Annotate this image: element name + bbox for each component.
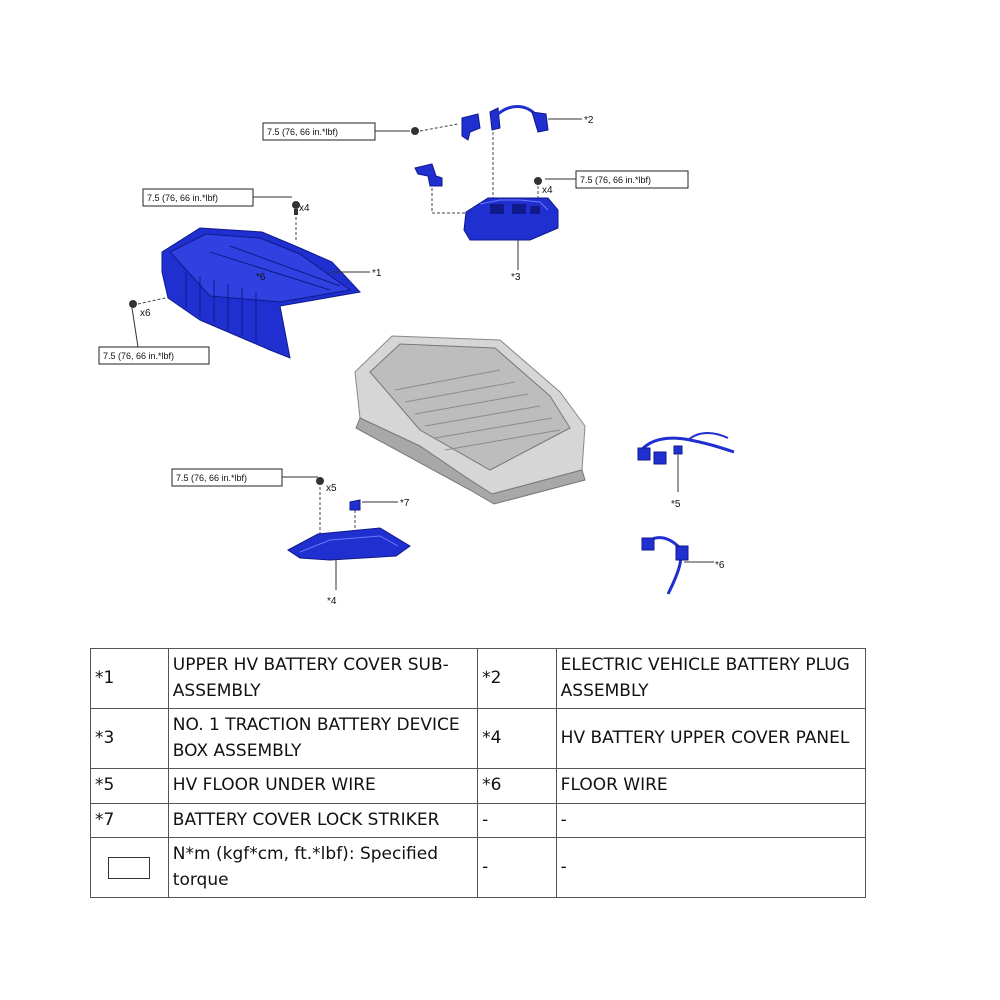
legend-key: *2 <box>477 648 557 709</box>
legend-value: HV BATTERY UPPER COVER PANEL <box>555 708 867 769</box>
torque-symbol-cell <box>90 837 169 898</box>
svg-text:7.5 (76, 66 in.*lbf): 7.5 (76, 66 in.*lbf) <box>103 351 174 361</box>
svg-text:7.5 (76, 66 in.*lbf): 7.5 (76, 66 in.*lbf) <box>147 193 218 203</box>
legend-key: *7 <box>90 802 169 838</box>
torque-box-left: 7.5 (76, 66 in.*lbf) <box>98 346 210 365</box>
legend-key: *5 <box>90 768 169 804</box>
legend-value: UPPER HV BATTERY COVER SUB-ASSEMBLY <box>167 648 479 709</box>
svg-text:7.5 (76, 66 in.*lbf): 7.5 (76, 66 in.*lbf) <box>580 175 651 185</box>
legend-key: *4 <box>477 708 557 769</box>
torque-box-upper-left: 7.5 (76, 66 in.*lbf) <box>142 188 254 207</box>
parts-legend-table: *1 UPPER HV BATTERY COVER SUB-ASSEMBLY *… <box>90 648 867 898</box>
legend-value: N*m (kgf*cm, ft.*lbf): Specified torque <box>167 837 479 898</box>
svg-text:*3: *3 <box>511 272 521 283</box>
upper-hv-battery-cover: *6 <box>129 201 361 359</box>
svg-text:*2: *2 <box>584 115 594 126</box>
small-bracket <box>414 163 443 187</box>
legend-value: FLOOR WIRE <box>555 768 867 804</box>
legend-value: NO. 1 TRACTION BATTERY DEVICE BOX ASSEMB… <box>167 708 479 769</box>
floor-wire <box>641 536 689 595</box>
battery-plug-assembly <box>411 105 549 141</box>
table-row: *1 UPPER HV BATTERY COVER SUB-ASSEMBLY *… <box>90 648 867 709</box>
svg-text:*6: *6 <box>256 272 266 283</box>
exploded-parts-diagram: 7.5 (76, 66 in.*lbf) 7.5 (76, 66 in.*lbf… <box>98 105 735 607</box>
svg-text:x5: x5 <box>326 483 337 494</box>
torque-box-right: 7.5 (76, 66 in.*lbf) <box>575 170 689 189</box>
svg-text:*7: *7 <box>400 498 410 509</box>
battery-cover-lock-striker <box>349 499 361 511</box>
svg-text:*4: *4 <box>327 596 337 607</box>
legend-key: - <box>477 802 557 838</box>
legend-value: ELECTRIC VEHICLE BATTERY PLUG ASSEMBLY <box>555 648 867 709</box>
svg-text:x4: x4 <box>299 203 310 214</box>
svg-text:x6: x6 <box>140 308 151 319</box>
legend-value: HV FLOOR UNDER WIRE <box>167 768 479 804</box>
hv-floor-under-wire <box>637 432 735 465</box>
table-row: *3 NO. 1 TRACTION BATTERY DEVICE BOX ASS… <box>90 708 867 769</box>
torque-leaders <box>131 130 576 478</box>
legend-key: *6 <box>477 768 557 804</box>
table-row: *7 BATTERY COVER LOCK STRIKER - - <box>90 802 867 838</box>
svg-text:x4: x4 <box>542 185 553 196</box>
svg-text:*1: *1 <box>372 268 382 279</box>
torque-box-lower: 7.5 (76, 66 in.*lbf) <box>171 468 283 487</box>
torque-box-symbol <box>108 856 151 879</box>
legend-key: - <box>477 837 557 898</box>
table-row: *5 HV FLOOR UNDER WIRE *6 FLOOR WIRE <box>90 768 867 804</box>
legend-value: - <box>555 837 867 898</box>
hv-battery-pack <box>354 335 586 505</box>
legend-value: BATTERY COVER LOCK STRIKER <box>167 802 479 838</box>
table-row: N*m (kgf*cm, ft.*lbf): Specified torque … <box>90 837 867 898</box>
traction-battery-device-box <box>463 177 559 241</box>
svg-text:7.5 (76, 66 in.*lbf): 7.5 (76, 66 in.*lbf) <box>267 127 338 137</box>
legend-value: - <box>555 802 867 838</box>
svg-text:*6: *6 <box>715 560 725 571</box>
svg-text:*5: *5 <box>671 499 681 510</box>
legend-key: *1 <box>90 648 169 709</box>
svg-text:7.5 (76, 66 in.*lbf): 7.5 (76, 66 in.*lbf) <box>176 473 247 483</box>
legend-key: *3 <box>90 708 169 769</box>
torque-box-top: 7.5 (76, 66 in.*lbf) <box>262 122 376 141</box>
hv-battery-upper-cover-panel <box>287 477 411 561</box>
